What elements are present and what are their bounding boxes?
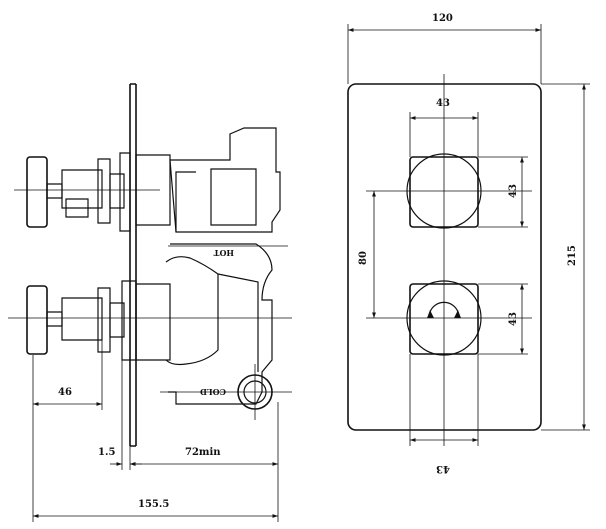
dim-handle-lower-height: 43	[508, 284, 524, 354]
dim-handle-top-label: 43	[436, 98, 450, 109]
dim-handle-upper-height: 43	[508, 157, 524, 227]
dim-handle-bottom-label: 43	[436, 463, 450, 474]
dim-length-overall-label: 155.5	[138, 499, 169, 510]
dim-width-label: 120	[432, 13, 453, 24]
dim-spacing: 80	[358, 191, 376, 318]
dim-height-label: 215	[567, 245, 578, 266]
dim-wall-depth-label: 72min	[185, 447, 221, 458]
dim-spacing-label: 80	[358, 251, 369, 265]
hot-label: HOT	[213, 248, 234, 258]
dim-plate-thickness: 1.5	[98, 447, 142, 466]
front-view: 120 43 43 43 43 80 215	[348, 13, 590, 474]
dim-handle-projection-label: 46	[58, 387, 72, 398]
dim-handle-projection: 46	[33, 387, 102, 406]
valve-body: HOT COLD	[166, 128, 280, 409]
upper-handle-knob	[27, 153, 130, 231]
lower-handle-knob	[27, 281, 136, 360]
dim-handle-bottom: 43	[410, 438, 478, 474]
dim-height: 215	[567, 84, 586, 430]
dim-width: 120	[348, 13, 541, 32]
dim-handle-upper-height-label: 43	[508, 184, 519, 198]
dim-handle-lower-height-label: 43	[508, 312, 519, 326]
dim-wall-depth: 72min	[130, 447, 278, 466]
front-centre-lines	[366, 74, 532, 446]
dim-plate-thickness-label: 1.5	[98, 447, 115, 458]
dim-handle-top: 43	[410, 98, 478, 120]
side-centre-lines	[8, 190, 292, 420]
side-view: HOT COLD 46 1.5 72	[8, 84, 292, 522]
front-plate	[348, 84, 541, 430]
dim-length-overall: 155.5	[33, 499, 278, 518]
